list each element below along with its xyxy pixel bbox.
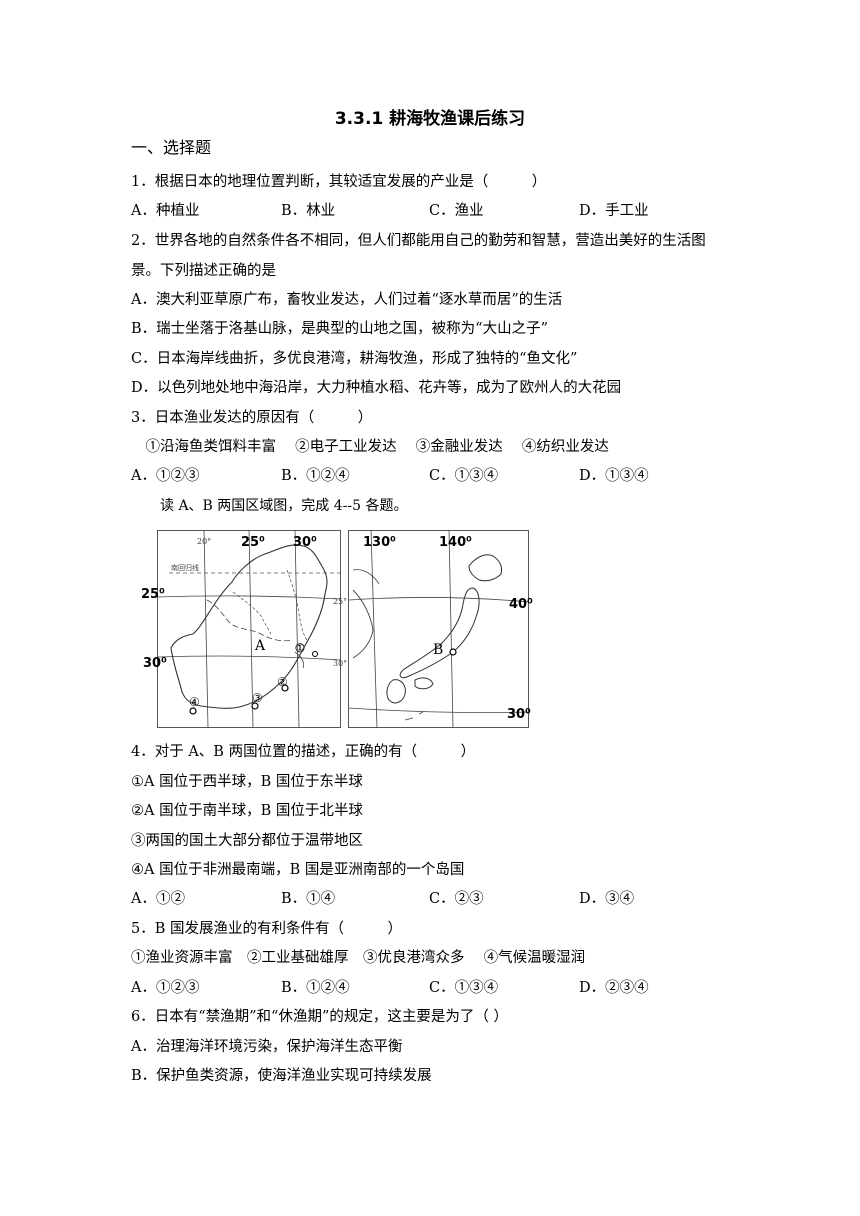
map-a-lon-25: 25⁰	[241, 535, 265, 550]
map-b: 130⁰ 140⁰ 40⁰ 30⁰ B	[348, 529, 533, 729]
q4-option-b[interactable]: B．①④	[281, 891, 336, 907]
q4-option-a[interactable]: A．①②	[131, 891, 185, 907]
q5-option-b[interactable]: B．①②④	[281, 980, 350, 996]
q1-option-c[interactable]: C．渔业	[429, 203, 484, 219]
q4-item-2: ②A 国位于南半球，B 国位于北半球	[131, 803, 363, 819]
map-intro: 读 A、B 两国区域图，完成 4--5 各题。	[160, 498, 408, 514]
q4-item-1: ①A 国位于西半球，B 国位于东半球	[131, 774, 363, 790]
q4-stem: 4．对于 A、B 两国位置的描述，正确的有（ ）	[131, 744, 476, 760]
map-b-lon-130: 130⁰	[363, 535, 396, 550]
q4-options: A．①② B．①④ C．②③ D．③④	[131, 889, 751, 909]
map-b-lon-140: 140⁰	[439, 535, 472, 550]
q3-option-d[interactable]: D．①③④	[579, 468, 649, 484]
q4-item-4: ④A 国位于非洲最南端，B 国是亚洲南部的一个岛国	[131, 862, 465, 878]
q1-option-d[interactable]: D．手工业	[579, 203, 649, 219]
map-a-lon-30: 30⁰	[293, 535, 317, 550]
q3-option-c[interactable]: C．①③④	[429, 468, 499, 484]
map-a-lat-25: 25⁰	[141, 587, 165, 602]
q5-stem: 5．B 国发展渔业的有利条件有（ ）	[131, 921, 402, 937]
map-a-tropic-label: 南回归线	[171, 563, 199, 572]
q6-stem: 6．日本有“禁渔期”和“休渔期”的规定，这主要是为了（ ）	[131, 1009, 508, 1025]
map-a-city-4: ④	[189, 695, 200, 709]
map-a-lat-30: 30⁰	[143, 656, 167, 671]
q6-choice-b[interactable]: B．保护鱼类资源，使海洋渔业实现可持续发展	[131, 1068, 432, 1084]
q4-option-d[interactable]: D．③④	[579, 891, 635, 907]
q3-option-a[interactable]: A．①②③	[131, 468, 200, 484]
q2-stem-line1: 2．世界各地的自然条件各不相同，但人们都能用自己的勤劳和智慧，营造出美好的生活图	[131, 233, 706, 249]
q2-choice-c[interactable]: C．日本海岸线曲折，多优良港湾，耕海牧渔，形成了独特的“鱼文化”	[131, 351, 578, 367]
q5-option-a[interactable]: A．①②③	[131, 980, 200, 996]
map-a-lat-30-inner: 30°	[333, 659, 347, 668]
q6-choice-a[interactable]: A．治理海洋环境污染，保护海洋生态平衡	[131, 1039, 403, 1055]
page-title: 3.3.1 耕海牧渔课后练习	[334, 109, 526, 129]
map-b-lat-30: 30⁰	[507, 707, 531, 722]
q1-option-b[interactable]: B．林业	[281, 203, 336, 219]
q1-options: A．种植业 B．林业 C．渔业 D．手工业	[131, 201, 751, 221]
region-maps: 25⁰ 30⁰ 20° 25⁰ 30⁰ 25° 30° 南回归线 A ① ② ③…	[141, 529, 533, 729]
q3-options: A．①②③ B．①②④ C．①③④ D．①③④	[131, 466, 751, 486]
q4-option-c[interactable]: C．②③	[429, 891, 484, 907]
q2-choice-b[interactable]: B．瑞士坐落于洛基山脉，是典型的山地之国，被称为“大山之子”	[131, 321, 548, 337]
q1-option-a[interactable]: A．种植业	[131, 203, 200, 219]
map-a-country-label: A	[254, 638, 266, 654]
q2-choice-a[interactable]: A．澳大利亚草原广布，畜牧业发达，人们过着“逐水草而居”的生活	[131, 292, 563, 308]
q1-stem: 1．根据日本的地理位置判断，其较适宜发展的产业是（ ）	[131, 174, 547, 190]
q2-stem-line2: 景。下列描述正确的是	[131, 263, 276, 279]
q5-options: A．①②③ B．①②④ C．①③④ D．②③④	[131, 978, 751, 998]
map-a-lat-25-inner: 25°	[333, 597, 347, 606]
map-a-city-1: ①	[295, 641, 306, 655]
q4-item-3: ③两国的国土大部分都位于温带地区	[131, 833, 363, 849]
map-b-country-label: B	[433, 642, 443, 658]
map-a-city-2: ②	[277, 675, 288, 689]
q2-choice-d[interactable]: D．以色列地处地中海沿岸，大力种植水稻、花卉等，成为了欧州人的大花园	[131, 380, 622, 396]
q5-option-d[interactable]: D．②③④	[579, 980, 649, 996]
q3-stem: 3．日本渔业发达的原因有（ ）	[131, 410, 373, 426]
map-a: 25⁰ 30⁰ 20° 25⁰ 30⁰ 25° 30° 南回归线 A ① ② ③…	[141, 529, 347, 729]
q5-option-c[interactable]: C．①③④	[429, 980, 499, 996]
q5-items: ①渔业资源丰富 ②工业基础雄厚 ③优良港湾众多 ④气候温暖湿润	[131, 950, 586, 966]
map-a-city-3: ③	[252, 691, 263, 705]
map-a-lon-20: 20°	[197, 537, 211, 546]
q3-items: ①沿海鱼类饵料丰富 ②电子工业发达 ③金融业发达 ④纺织业发达	[131, 439, 609, 455]
section-heading: 一、选择题	[131, 138, 212, 157]
map-b-lat-40: 40⁰	[509, 597, 533, 612]
q3-option-b[interactable]: B．①②④	[281, 468, 350, 484]
